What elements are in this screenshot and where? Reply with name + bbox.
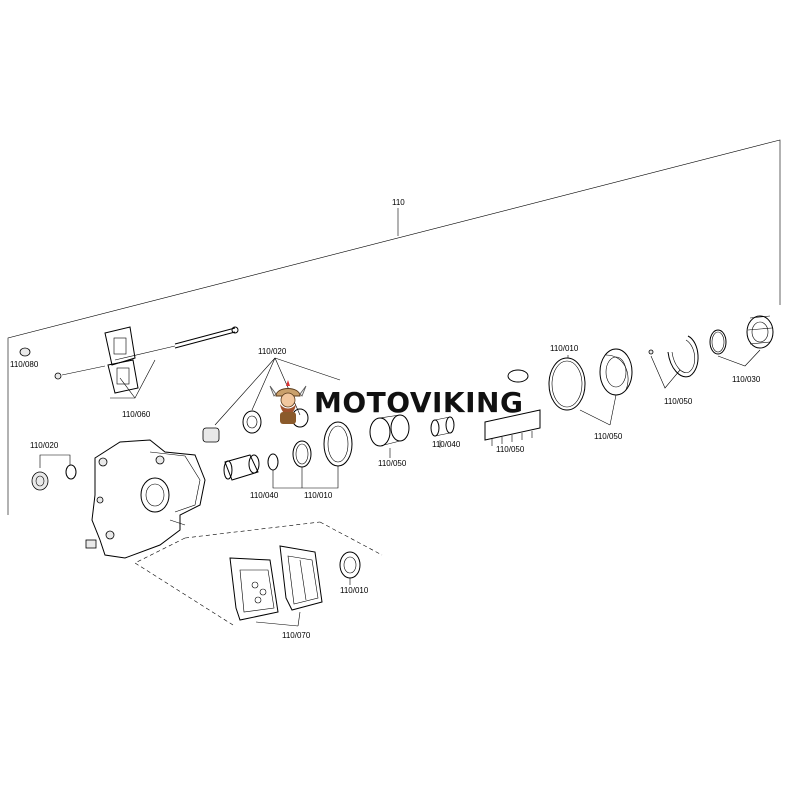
pad-subset-bracket — [134, 521, 383, 626]
label-110-030: 110/030 — [732, 375, 761, 384]
dust-seal-part — [548, 348, 633, 426]
label-110-010-pad: 110/010 — [340, 586, 369, 595]
pointer-lines-020 — [214, 357, 341, 426]
label-110-020-top: 110/020 — [258, 347, 287, 356]
snap-ring-part — [648, 335, 699, 389]
bushing-part — [202, 408, 309, 443]
piston-seal-part — [339, 551, 361, 585]
label-110-040-mid: 110/040 — [432, 440, 461, 449]
label-110-070: 110/070 — [282, 631, 311, 640]
o-ring-part — [709, 329, 727, 355]
brake-pad-right-part — [279, 545, 323, 611]
label-110-040-left: 110/040 — [250, 491, 279, 500]
label-110-060: 110/060 — [122, 410, 151, 419]
label-110-050-mid: 110/050 — [378, 459, 407, 468]
brake-pad-left-part — [229, 557, 279, 621]
label-110-050-far: 110/050 — [664, 397, 693, 406]
label-110-050-right: 110/050 — [594, 432, 623, 441]
seal-rings-part — [267, 421, 353, 489]
label-110: 110 — [392, 198, 405, 207]
pad-pointer-lines — [255, 611, 301, 627]
viking-mascot-icon — [269, 380, 307, 424]
bleeder-cap-part — [31, 454, 77, 491]
cage-part — [484, 369, 541, 446]
piston-part — [223, 454, 260, 481]
label-110-050-cage: 110/050 — [496, 445, 525, 454]
spring-clip-part — [54, 326, 239, 399]
nut-part — [19, 347, 31, 357]
caliper-housing-part — [85, 439, 206, 559]
label-110-010-left: 110/010 — [304, 491, 333, 500]
watermark-text: MOTOVIKING — [314, 385, 524, 419]
label-110-080: 110/080 — [10, 360, 39, 369]
adjuster-nut-part — [717, 315, 774, 367]
watermark-logo: MOTOVIKING — [268, 372, 536, 432]
label-110-020-left: 110/020 — [30, 441, 59, 450]
cylinder-sleeve-part — [369, 414, 410, 458]
spring-part — [430, 416, 455, 448]
label-110-010-right: 110/010 — [550, 344, 579, 353]
assembly-bracket — [7, 139, 781, 515]
